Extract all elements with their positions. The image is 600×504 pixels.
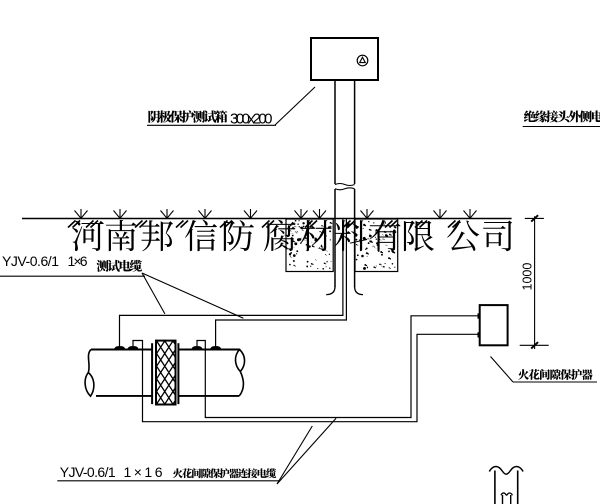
svg-text:YJV-0.6/1: YJV-0.6/1 — [2, 253, 59, 269]
svg-text:1000: 1000 — [521, 263, 535, 291]
svg-text:YJV-0.6/1: YJV-0.6/1 — [60, 464, 116, 480]
svg-text:300x200: 300x200 — [230, 111, 273, 128]
svg-text:1×6: 1×6 — [68, 253, 88, 269]
